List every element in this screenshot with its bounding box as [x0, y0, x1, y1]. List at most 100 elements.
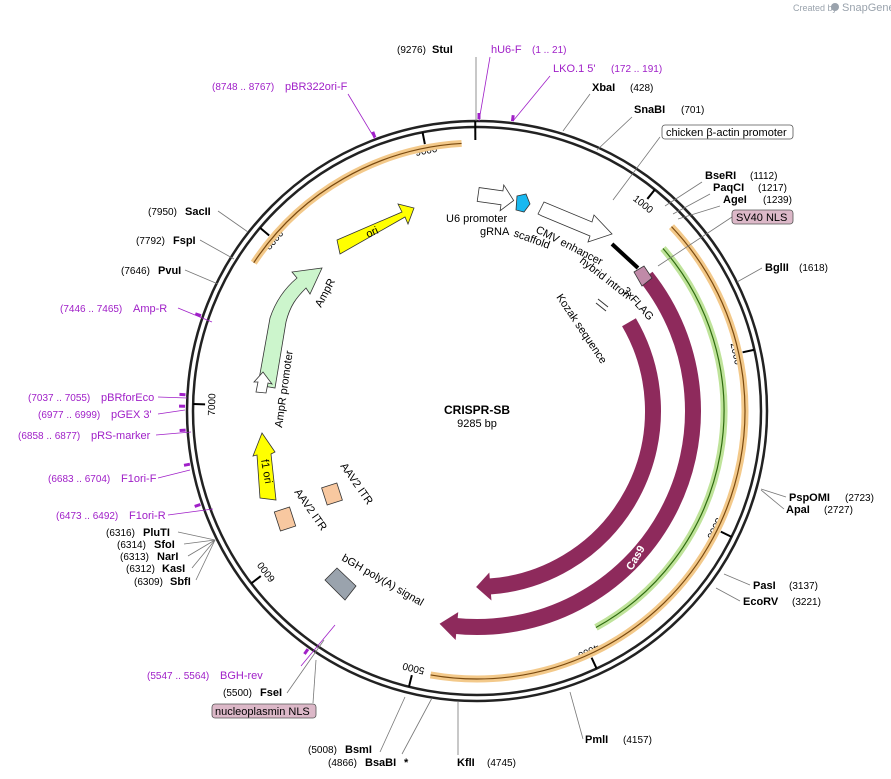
f1-ori-label: f1 ori	[258, 458, 274, 484]
chicken-actin-promoter-tag[interactable]: chicken β-actin promoter	[661, 124, 794, 140]
primer-name[interactable]: pGEX 3'	[111, 409, 152, 421]
enzyme-name[interactable]: EcoRV	[743, 596, 779, 608]
enzyme-pos: (6316)	[106, 528, 135, 539]
ampr-promoter-arrow[interactable]	[253, 371, 273, 394]
enzyme-name[interactable]: PspOMI	[789, 492, 830, 504]
primer-leader	[157, 396, 188, 399]
primer-name[interactable]: hU6-F	[491, 44, 522, 56]
enzyme-name[interactable]: BsmI	[345, 744, 372, 756]
enzyme-pos: (7950)	[148, 207, 177, 218]
enzyme-name[interactable]: KasI	[162, 563, 185, 575]
tick-label: 1000	[631, 194, 656, 217]
enzyme-name[interactable]: SbfI	[170, 576, 191, 588]
grna-scaffold-arrow[interactable]	[515, 193, 531, 213]
primer-marker	[510, 115, 515, 122]
kozak-mark-b	[595, 302, 607, 312]
enzyme-leader	[183, 539, 216, 545]
enzyme-name[interactable]: FspI	[173, 235, 196, 247]
enzyme-leader	[184, 269, 219, 285]
primer-name[interactable]: pBR322ori-F	[285, 81, 348, 93]
flag-tag-box[interactable]	[633, 265, 653, 287]
enzyme-pos: (6312)	[126, 564, 155, 575]
primer-leader	[300, 624, 336, 667]
enzyme-pos: (2723)	[845, 493, 874, 504]
primer-range: (6473 .. 6492)	[56, 511, 118, 522]
enzyme-name[interactable]: AgeI	[723, 194, 747, 206]
primer-range: (6977 .. 6999)	[38, 410, 100, 421]
aav2-itr-box-b[interactable]	[321, 482, 343, 506]
enzyme-leader	[286, 639, 325, 694]
enzyme-leader	[569, 691, 584, 740]
enzyme-name[interactable]: PasI	[753, 580, 776, 592]
ori-label: ori	[364, 225, 380, 241]
cas9-inner-arrowhead	[476, 572, 492, 601]
enzyme-leader	[191, 539, 216, 569]
bgh-polya-box[interactable]	[324, 567, 357, 601]
enzyme-name[interactable]: SnaBI	[634, 104, 665, 116]
enzyme-name[interactable]: PaqCI	[713, 182, 744, 194]
chicken-actin-label: chicken β-actin promoter	[666, 127, 787, 139]
label-lines	[155, 56, 787, 755]
enzyme-labels: (9276) StuI XbaI (428) SnaBI (701) BseRI…	[106, 44, 874, 769]
enzyme-pos: (2727)	[824, 505, 853, 516]
enzyme-name[interactable]: PluTI	[143, 527, 170, 539]
enzyme-name[interactable]: BseRI	[705, 170, 736, 182]
primer-range: (7446 .. 7465)	[60, 304, 122, 315]
u6-promoter-arrow[interactable]	[476, 182, 515, 213]
enzyme-leader	[187, 539, 216, 557]
enzyme-name[interactable]: StuI	[432, 44, 453, 56]
enzyme-name[interactable]: KflI	[457, 757, 475, 769]
primer-name[interactable]: F1ori-R	[129, 510, 166, 522]
enzyme-name[interactable]: BsaBI	[365, 757, 396, 769]
enzyme-pos: (1217)	[758, 183, 787, 194]
primer-leader	[512, 75, 551, 122]
enzyme-name[interactable]: SfoI	[154, 539, 175, 551]
f1-ori-arrow[interactable]	[252, 432, 277, 501]
aav2-itr-box-a[interactable]	[273, 506, 297, 532]
enzyme-name[interactable]: PmlI	[585, 734, 608, 746]
tick-mark	[250, 575, 262, 585]
enzyme-name[interactable]: BglII	[765, 262, 789, 274]
feature-arcs	[179, 112, 749, 683]
enzyme-leader	[760, 489, 785, 510]
enzyme-pos: (6309)	[134, 577, 163, 588]
primer-name[interactable]: Amp-R	[133, 303, 167, 315]
enzyme-name[interactable]: XbaI	[592, 82, 615, 94]
enzyme-pos: (1618)	[799, 263, 828, 274]
tick-mark	[742, 348, 755, 354]
primer-leader	[157, 409, 186, 415]
enzyme-name[interactable]: ApaI	[786, 504, 810, 516]
cas9-outer-arc[interactable]	[453, 271, 701, 635]
ampr-arrow[interactable]	[257, 267, 323, 389]
primer-range: (6858 .. 6877)	[18, 431, 80, 442]
enzyme-leader	[723, 573, 751, 586]
enzyme-name[interactable]: NarI	[157, 551, 178, 563]
enzyme-pos: (4866)	[328, 758, 357, 769]
primer-leader	[155, 431, 192, 436]
primer-name[interactable]: pRS-marker	[91, 430, 151, 442]
enzyme-leader	[177, 531, 216, 541]
sv40-nls-tag[interactable]: SV40 NLS	[731, 209, 794, 225]
enzyme-leader	[562, 93, 591, 132]
primer-name[interactable]: pBRforEco	[101, 392, 154, 404]
tick-mark	[259, 227, 270, 237]
orf-orange-arc-left-line[interactable]	[253, 142, 462, 264]
primer-range: (8748 .. 8767)	[212, 82, 274, 93]
orf-green-arc-line[interactable]	[595, 248, 725, 628]
enzyme-name[interactable]: PvuI	[158, 265, 181, 277]
tick-mark	[407, 674, 413, 687]
primer-leader	[177, 307, 213, 323]
primer-name[interactable]: F1ori-F	[121, 473, 157, 485]
enzyme-pos: (428)	[630, 83, 653, 94]
ori-arrow[interactable]	[336, 203, 415, 255]
tick-mark	[720, 530, 733, 538]
primer-name[interactable]: BGH-rev	[220, 670, 263, 682]
cmv-enhancer-arrow[interactable]	[537, 201, 613, 243]
enzyme-name[interactable]: SacII	[185, 206, 211, 218]
chicken-actin-promoter-bar[interactable]	[610, 242, 640, 270]
orf-orange-arc-line[interactable]	[430, 226, 746, 680]
cas9-inner-arc[interactable]	[487, 318, 661, 595]
nucleoplasmin-nls-tag[interactable]: nucleoplasmin NLS	[211, 703, 317, 719]
primer-name[interactable]: LKO.1 5'	[553, 63, 595, 75]
enzyme-name[interactable]: FseI	[260, 687, 282, 699]
